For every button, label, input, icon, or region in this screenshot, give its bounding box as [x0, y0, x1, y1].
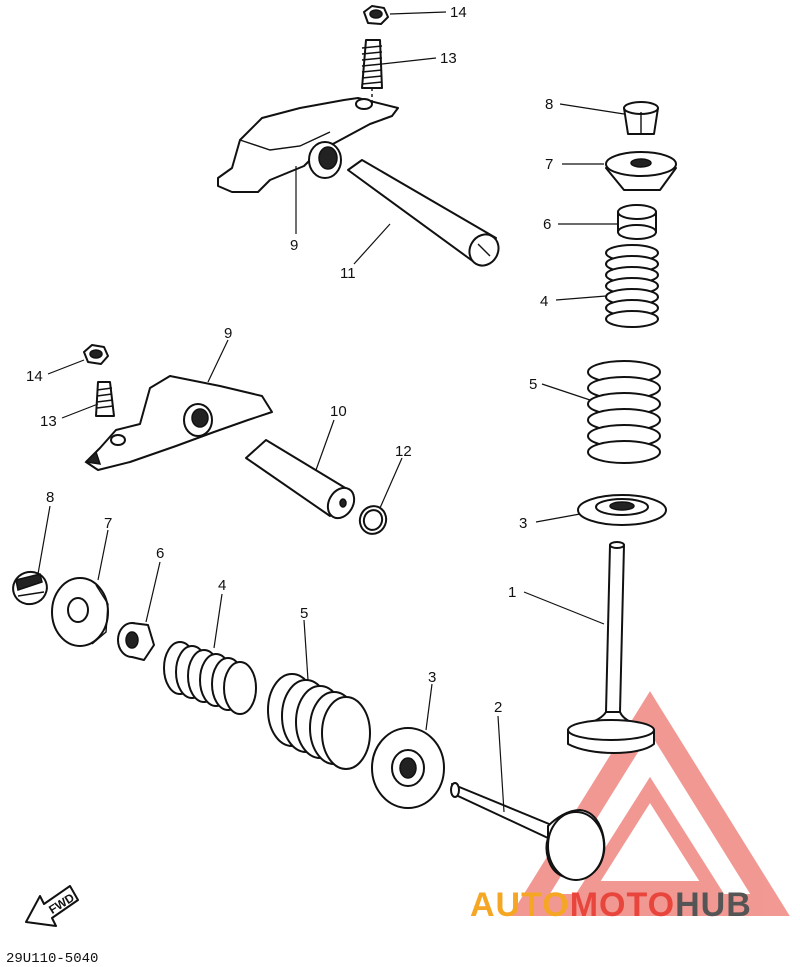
nut-lower	[83, 344, 109, 365]
callout-4-left: 4	[218, 577, 226, 594]
callout-14-upper: 14	[450, 4, 467, 21]
leader-lines	[37, 11, 625, 813]
callout-11: 11	[340, 265, 356, 282]
callout-1: 1	[508, 584, 516, 601]
spring-seat-right	[617, 204, 657, 240]
outer-spring-left	[267, 673, 371, 770]
callout-13-upper: 13	[440, 50, 457, 67]
callout-7-right: 7	[545, 156, 553, 173]
adjuster-screw-lower	[95, 381, 115, 417]
callout-6-left: 6	[156, 545, 164, 562]
adjuster-screw-upper	[361, 39, 383, 104]
callout-5-right: 5	[529, 376, 537, 393]
rocker-arm-lower	[84, 375, 273, 471]
watermark-text: AUTOMOTOHUB	[470, 886, 752, 924]
rocker-shaft-upper	[347, 159, 500, 267]
callout-10: 10	[330, 403, 347, 420]
callout-2: 2	[494, 699, 502, 716]
cotter-left	[12, 570, 48, 606]
watermark-text-hub: HUB	[675, 886, 752, 924]
watermark-logo	[510, 691, 790, 916]
callout-9-upper: 9	[290, 237, 298, 254]
callout-8-left: 8	[46, 489, 54, 506]
spring-seat-left	[117, 622, 155, 661]
callout-12: 12	[395, 443, 412, 460]
retainer-right	[605, 151, 677, 191]
outer-spring-right	[587, 360, 661, 464]
spring-seat-lower-right	[577, 494, 667, 526]
fwd-arrow-icon: FWD	[25, 885, 79, 927]
watermark-text-auto: AUTO	[470, 886, 570, 924]
nut-upper	[363, 5, 389, 25]
spring-seat-lower-left	[371, 727, 445, 809]
callout-3-left: 3	[428, 669, 436, 686]
rocker-shaft-lower	[245, 439, 356, 520]
part-code: 29U110-5040	[6, 951, 98, 967]
callout-7-left: 7	[104, 515, 112, 532]
cotter-right	[623, 101, 659, 135]
callout-13-lower: 13	[40, 413, 57, 430]
rocker-arm-upper	[217, 97, 399, 193]
watermark-text-moto: MOTO	[570, 886, 675, 924]
callout-4-right: 4	[540, 293, 548, 310]
valve-1	[567, 541, 655, 754]
callout-labels: 14 13 9 11 8 7 6 4 5 3 1 9 14 13 10 12 8…	[26, 4, 553, 716]
inner-spring-left	[163, 641, 257, 715]
retainer-left	[51, 577, 109, 647]
valve-2	[450, 782, 606, 881]
callout-5-left: 5	[300, 605, 308, 622]
callout-8-right: 8	[545, 96, 553, 113]
o-ring	[358, 505, 388, 535]
inner-spring-right	[605, 244, 659, 328]
callout-9-lower: 9	[224, 325, 232, 342]
callout-6-right: 6	[543, 216, 551, 233]
callout-3-right: 3	[519, 515, 527, 532]
callout-14-lower: 14	[26, 368, 43, 385]
